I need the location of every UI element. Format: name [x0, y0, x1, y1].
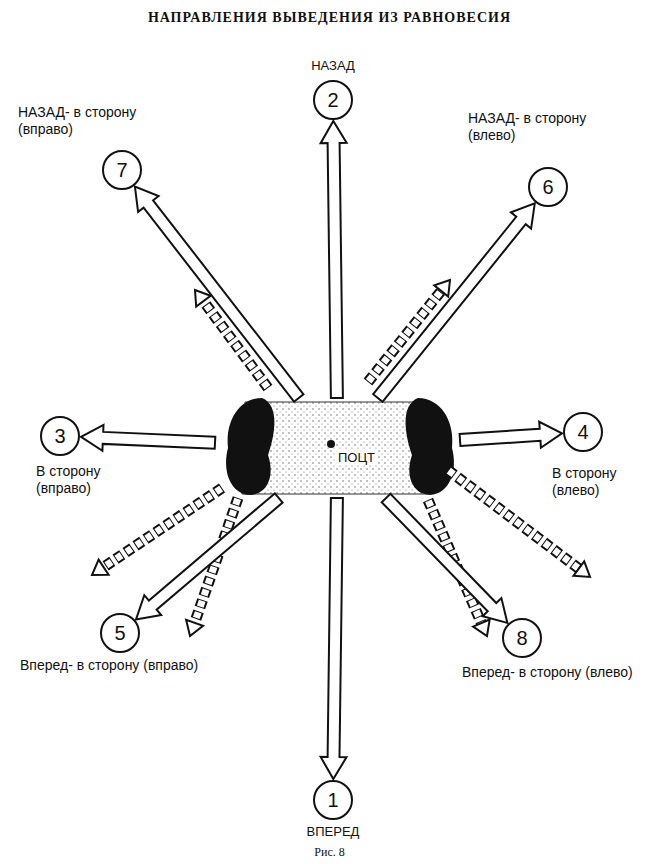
- direction-arrow: [81, 425, 215, 451]
- figure-caption: Рис. 8: [0, 845, 659, 860]
- callout-number: 8: [516, 628, 527, 648]
- direction-label: Вперед- в сторону (вправо): [20, 657, 210, 674]
- diagram-title: НАПРАВЛЕНИЯ ВЫВЕДЕНИЯ ИЗ РАВНОВЕСИЯ: [0, 10, 659, 26]
- center-label: ПОЦТ: [336, 450, 377, 465]
- callout-number: 2: [327, 90, 338, 110]
- direction-circle: 2: [313, 80, 353, 120]
- direction-label: В сторону (вправо): [36, 463, 131, 497]
- direction-arrow: [460, 422, 562, 448]
- direction-arrow: [382, 494, 508, 623]
- direction-circle: 4: [563, 412, 603, 452]
- right-foot: [406, 398, 454, 495]
- callout-number: 1: [327, 790, 338, 810]
- callout-number: 6: [542, 177, 553, 197]
- direction-label: НАЗАД- в сторону (вправо): [18, 104, 158, 138]
- direction-circle: 6: [528, 167, 568, 207]
- direction-label: НАЗАД: [283, 58, 383, 74]
- direction-label: ВПЕРЕД: [273, 824, 393, 840]
- left-foot: [226, 398, 274, 495]
- direction-circle: 7: [102, 150, 142, 190]
- support-area: ПОЦТ: [215, 398, 460, 498]
- direction-circle: 3: [40, 416, 80, 456]
- center-dot: [327, 440, 335, 448]
- callout-number: 4: [577, 422, 588, 442]
- direction-arrow: [373, 203, 535, 401]
- direction-label: НАЗАД- в сторону (влево): [468, 110, 608, 144]
- callout-number: 7: [116, 160, 127, 180]
- direction-circle: 1: [313, 780, 353, 820]
- direction-arrow: [321, 121, 347, 398]
- direction-label: В сторону (влево): [552, 465, 647, 499]
- direction-circle: 5: [100, 613, 140, 653]
- direction-arrow: [135, 187, 304, 402]
- callout-number: 5: [114, 623, 125, 643]
- direction-arrow: [136, 493, 283, 619]
- direction-label: Вперед- в сторону (влево): [462, 664, 652, 681]
- direction-circle: 8: [502, 618, 542, 658]
- callout-number: 3: [54, 426, 65, 446]
- direction-arrow: [321, 498, 347, 779]
